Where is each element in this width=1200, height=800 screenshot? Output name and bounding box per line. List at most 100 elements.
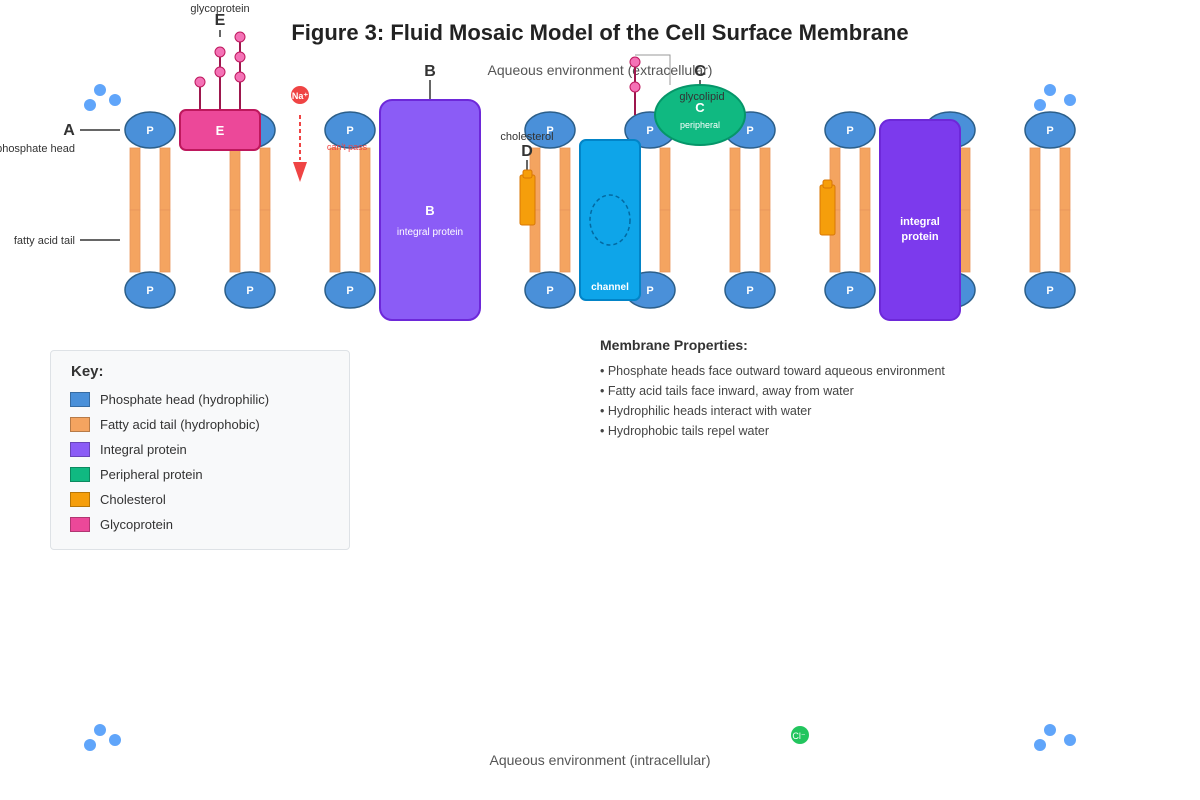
fatty-acid-tail	[559, 209, 571, 273]
water-molecule	[84, 99, 96, 111]
sodium-arrow-head	[293, 162, 307, 182]
phosphate-head: P	[224, 271, 276, 309]
key-item: Glycoprotein	[70, 516, 173, 532]
fatty-acid-tail	[329, 147, 341, 211]
integral-protein-2-label-line1: integral	[900, 216, 940, 228]
fatty-acid-tail	[859, 147, 871, 211]
tail-label-group: fatty acid tail	[14, 235, 120, 247]
sugar-unit	[214, 46, 226, 58]
sugar-unit	[194, 76, 206, 88]
label-a: A phosphate head	[0, 122, 120, 155]
phosphate-head: P	[524, 111, 576, 149]
phosphate-head: P	[1024, 271, 1076, 309]
integral-protein-b-letter: B	[425, 203, 434, 218]
peripheral-protein-c	[654, 84, 746, 146]
phosphate-symbol: P	[146, 125, 153, 137]
sodium-ion-group: Na⁺	[291, 86, 309, 182]
fatty-acid-tail	[129, 147, 141, 211]
phosphate-head-shape	[124, 271, 176, 309]
phosphate-symbol: P	[346, 125, 353, 137]
sodium-ion-label: Na⁺	[292, 91, 309, 101]
key-item: Fatty acid tail (hydrophobic)	[70, 416, 260, 432]
property-line: • Hydrophilic heads interact with water	[600, 404, 812, 418]
phosphate-head: P	[1024, 111, 1076, 149]
chloride-ion-group: Cl⁻	[791, 726, 809, 744]
phosphate-head-shape	[1024, 111, 1076, 149]
integral-protein-b-body	[379, 99, 481, 321]
key-label: Fatty acid tail (hydrophobic)	[100, 416, 260, 432]
water-molecule	[1034, 99, 1046, 111]
key-item: Integral protein	[70, 441, 187, 457]
phospholipid-pair: PP	[1024, 111, 1076, 309]
key-label: Peripheral protein	[100, 466, 203, 482]
key-item: Peripheral protein	[70, 466, 203, 482]
phospholipid-pair: PP	[524, 111, 576, 309]
phosphate-symbol: P	[546, 285, 553, 297]
integral-protein-2-label-line2: protein	[901, 231, 939, 243]
glycoprotein-body-label: E	[216, 123, 225, 138]
label-a-letter: A	[63, 122, 75, 139]
glycoprotein-body	[179, 109, 261, 151]
phosphate-symbol: P	[1046, 285, 1053, 297]
water-molecule	[1034, 739, 1046, 751]
fatty-acid-tail	[559, 147, 571, 211]
fatty-acid-tail	[159, 209, 171, 273]
cholesterol-label: cholesterol	[500, 131, 553, 143]
phosphate-head-label: phosphate head	[0, 143, 75, 155]
fatty-acid-tail	[1059, 209, 1071, 273]
phosphate-head: P	[124, 271, 176, 309]
chloride-ion	[791, 726, 809, 744]
label-d-letter: D	[521, 143, 533, 160]
key-item: Cholesterol	[70, 491, 166, 507]
phosphate-head: P	[324, 111, 376, 149]
key-swatch	[70, 491, 90, 507]
integral-protein-2-body	[879, 119, 961, 321]
phosphate-head-shape	[324, 271, 376, 309]
fatty-acid-tail-label: fatty acid tail	[14, 235, 75, 247]
phosphate-symbol: P	[546, 125, 553, 137]
water-molecule	[1044, 84, 1056, 96]
membrane-properties: Membrane Properties: • Phosphate heads f…	[600, 337, 945, 441]
fatty-acid-tail	[859, 209, 871, 273]
fatty-acid-tail	[329, 209, 341, 273]
integral-protein-b: B B integral protein	[379, 63, 481, 321]
fatty-acid-tail	[259, 147, 271, 211]
cholesterol-molecule	[819, 184, 836, 236]
fatty-acid-tail	[129, 209, 141, 273]
channel-protein: channel	[579, 139, 641, 301]
key-title: Key:	[71, 363, 104, 380]
phosphate-head-shape	[124, 111, 176, 149]
phospholipid-pair: PP	[324, 111, 376, 309]
phospholipid-pair: PP	[724, 111, 776, 309]
phosphate-head: P	[724, 271, 776, 309]
integral-protein-b-label: integral protein	[397, 227, 463, 238]
phosphate-symbol: P	[646, 285, 653, 297]
key-swatch	[70, 466, 90, 482]
key-swatch	[70, 416, 90, 432]
cholesterol-d: cholesterol D	[500, 131, 554, 226]
glycolipid-c: C glycolipid C peripheral	[629, 54, 746, 146]
water-molecule	[1064, 94, 1076, 106]
phosphate-head: P	[524, 271, 576, 309]
phosphate-head: P	[824, 111, 876, 149]
water-molecule	[84, 739, 96, 751]
extracellular-label: Aqueous environment (extracellular)	[488, 62, 713, 78]
phosphate-symbol: P	[1046, 125, 1053, 137]
phosphate-symbol: P	[746, 125, 753, 137]
key-swatch	[70, 516, 90, 532]
sugar-unit	[234, 51, 246, 63]
phospholipid-pair: PP	[824, 111, 876, 309]
fatty-acid-tail	[759, 147, 771, 211]
phosphate-symbol: P	[746, 285, 753, 297]
fatty-acid-tail	[659, 209, 671, 273]
channel-label: channel	[591, 282, 629, 293]
fatty-acid-tail	[729, 209, 741, 273]
chloride-ion-label: Cl⁻	[792, 731, 805, 741]
phosphate-symbol: P	[646, 125, 653, 137]
water-molecule	[109, 734, 121, 746]
fatty-acid-tail	[359, 209, 371, 273]
sugar-unit	[214, 66, 226, 78]
label-e-letter: E	[215, 12, 226, 29]
fatty-acid-tail	[1059, 147, 1071, 211]
